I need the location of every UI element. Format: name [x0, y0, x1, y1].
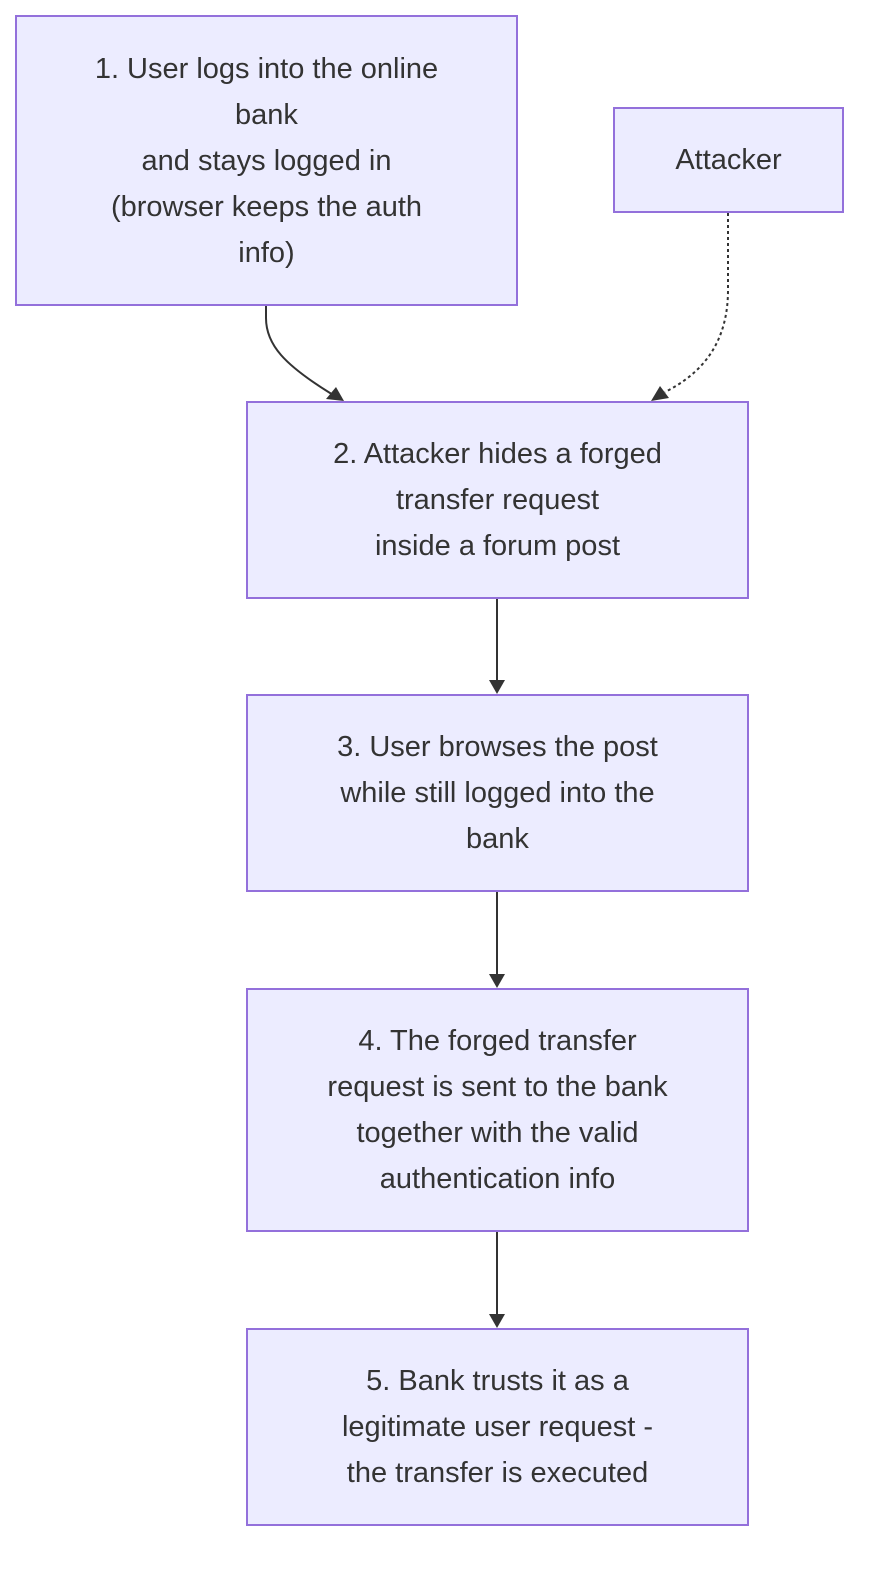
node-step4-request-sent: 4. The forged transfer request is sent t…: [246, 988, 749, 1232]
node-step5-transfer-executed: 5. Bank trusts it as a legitimate user r…: [246, 1328, 749, 1526]
node-step5-label: 5. Bank trusts it as a legitimate user r…: [342, 1358, 653, 1496]
node-step2-line: transfer request: [395, 484, 600, 516]
node-step2-forged-request: 2. Attacker hides a forged transfer requ…: [246, 401, 749, 599]
node-step1-line: bank: [235, 98, 298, 131]
node-step2-label: 2. Attacker hides a forged transfer requ…: [333, 431, 662, 569]
arrowhead-step2-left: [326, 387, 344, 401]
node-step4-label: 4. The forged transfer request is sent t…: [327, 1018, 667, 1202]
node-attacker-line: Attacker: [675, 144, 782, 176]
node-step1-user-logs-in: 1. User logs into the online bank and st…: [15, 15, 518, 306]
node-attacker: Attacker: [613, 107, 844, 213]
node-step1-label: 1. User logs into the online bank and st…: [95, 46, 438, 276]
node-step3-user-browses: 3. User browses the post while still log…: [246, 694, 749, 892]
node-step3-line: bank: [466, 823, 529, 855]
arrowhead-step2-right: [651, 386, 669, 401]
node-step5-line: legitimate user request -: [341, 1411, 654, 1443]
node-step2-line: inside a forum post: [374, 530, 620, 562]
node-step2-line: 2. Attacker hides a forged: [333, 438, 662, 470]
node-step3-line: 3. User browses the post: [337, 731, 658, 763]
edge-attacker-to-step2: [664, 213, 729, 393]
node-step1-line: info): [238, 236, 295, 269]
node-step4-line: authentication info: [379, 1163, 616, 1195]
edge-step1-to-step2: [265, 306, 341, 400]
node-step5-line: 5. Bank trusts it as a: [366, 1365, 629, 1397]
arrowhead-step3: [489, 680, 505, 694]
node-step1-line: 1. User logs into the online: [94, 52, 439, 85]
arrowhead-step4: [489, 974, 505, 988]
node-step5-line: the transfer is executed: [346, 1457, 649, 1489]
node-step4-line: request is sent to the bank: [327, 1071, 668, 1103]
node-step1-line: and stays logged in: [141, 144, 392, 177]
node-step1-line: (browser keeps the auth: [110, 190, 423, 223]
node-step4-line: together with the valid: [356, 1117, 639, 1149]
node-step3-label: 3. User browses the post while still log…: [337, 724, 658, 862]
node-step4-line: 4. The forged transfer: [358, 1025, 637, 1057]
node-step3-line: while still logged into the: [340, 777, 655, 809]
node-attacker-label: Attacker: [675, 137, 781, 183]
arrowhead-step5: [489, 1314, 505, 1328]
